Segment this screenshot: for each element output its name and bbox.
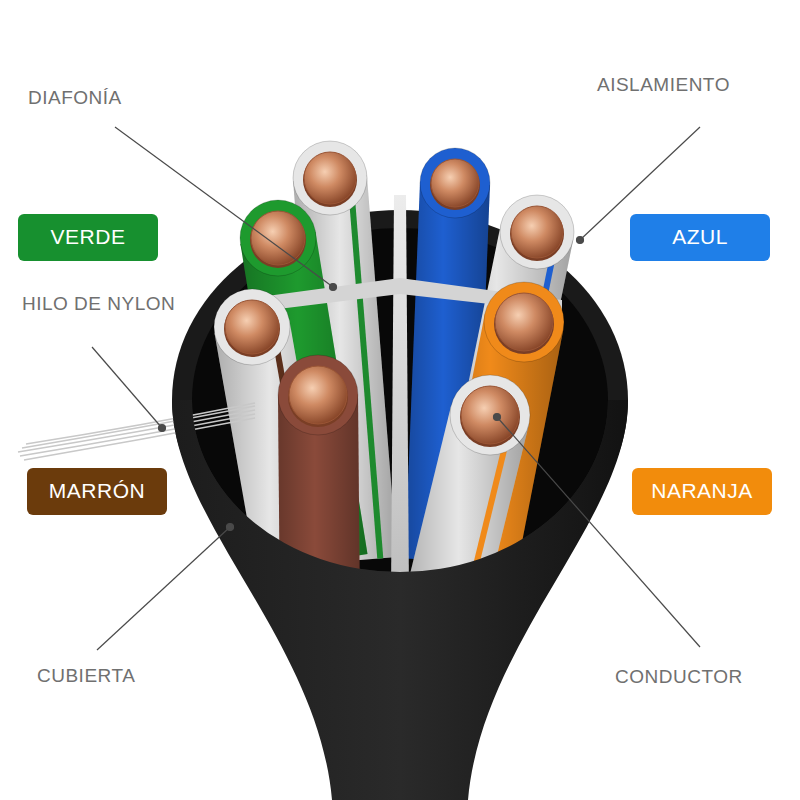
tag-text: AZUL: [672, 225, 728, 249]
part-label: CUBIERTA: [37, 665, 135, 687]
insulation-end: [484, 282, 564, 362]
conductor-end: [495, 293, 553, 351]
conductor-end: [461, 386, 519, 444]
insulation-end: [293, 141, 367, 215]
conductor-edge: [510, 207, 564, 261]
part-label: AISLAMIENTO: [597, 74, 730, 96]
insulation-end: [240, 200, 316, 276]
conductor-edge: [460, 387, 520, 447]
conductor-end: [251, 211, 305, 265]
conductor-edge: [224, 301, 280, 357]
part-label: DIAFONÍA: [28, 87, 122, 109]
conductor-end: [304, 152, 356, 204]
insulation-end: [214, 289, 290, 365]
conductor-edge: [303, 153, 357, 207]
tag-text: MARRÓN: [49, 479, 145, 503]
conductor-end: [431, 159, 479, 207]
color-tag: AZUL: [630, 214, 770, 261]
insulation-end: [420, 148, 490, 218]
jacket-front: [172, 400, 628, 800]
nylon-thread: [18, 403, 255, 460]
conductor-edge: [494, 294, 554, 354]
part-label: HILO DE NYLON: [22, 293, 175, 315]
conductor-end: [511, 206, 563, 258]
insulation-end: [278, 355, 358, 435]
color-tag: MARRÓN: [27, 468, 167, 515]
conductor-edge: [430, 160, 480, 210]
insulation-end: [450, 375, 530, 455]
conductor-end: [225, 300, 279, 354]
conductor-edge: [250, 212, 306, 268]
tag-text: VERDE: [51, 225, 126, 249]
tag-text: NARANJA: [651, 479, 753, 503]
conductor-edge: [288, 367, 348, 427]
color-tag: NARANJA: [632, 468, 772, 515]
part-label: CONDUCTOR: [615, 666, 743, 688]
color-tag: VERDE: [18, 214, 158, 261]
separator-fin: [391, 195, 409, 592]
leader-lines: [92, 127, 700, 650]
conductor-end: [289, 366, 347, 424]
insulation-end: [500, 195, 574, 269]
